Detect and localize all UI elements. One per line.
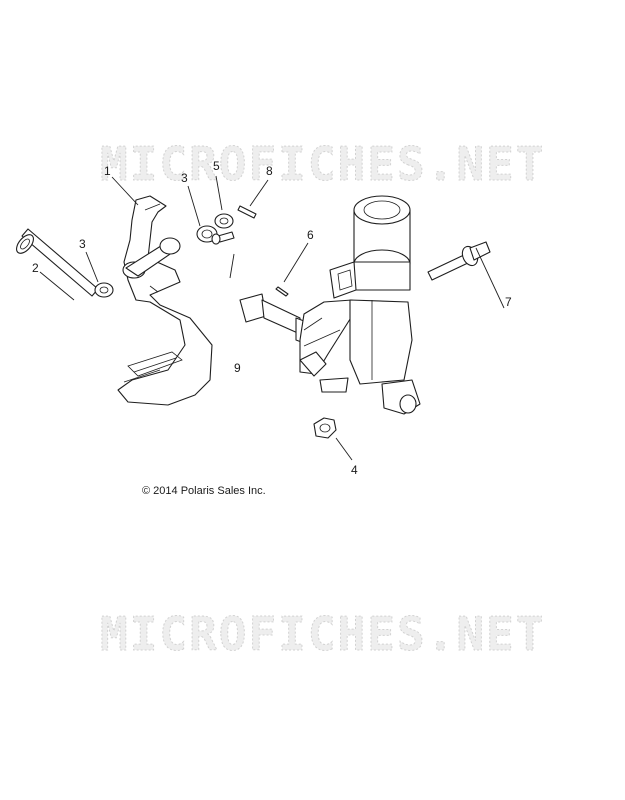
callout-3-right: 3 [181,171,188,185]
bushing-icon [94,282,114,298]
clevis-pin-icon [211,231,235,245]
watermark-top: MICROFICHES.NET [100,137,545,191]
callout-4: 4 [351,463,358,477]
callout-9: 9 [234,361,241,375]
callout-1: 1 [104,164,111,178]
nut-icon [313,417,337,439]
cotter-pin-icon [275,286,289,297]
callout-3-left: 3 [79,237,86,251]
flange-bolt-icon [427,241,491,281]
cotter-pin-icon [237,205,257,219]
master-cylinder-icon [239,195,421,415]
callout-6: 6 [307,228,314,242]
watermark-bottom: MICROFICHES.NET [100,607,545,661]
callout-2: 2 [32,261,39,275]
callout-8: 8 [266,164,273,178]
brake-pedal-icon [117,195,213,406]
washer-icon [214,213,234,229]
callout-5: 5 [213,159,220,173]
pivot-bolt-icon [16,228,99,297]
callout-7: 7 [505,295,512,309]
copyright-text: © 2014 Polaris Sales Inc. [142,485,266,497]
